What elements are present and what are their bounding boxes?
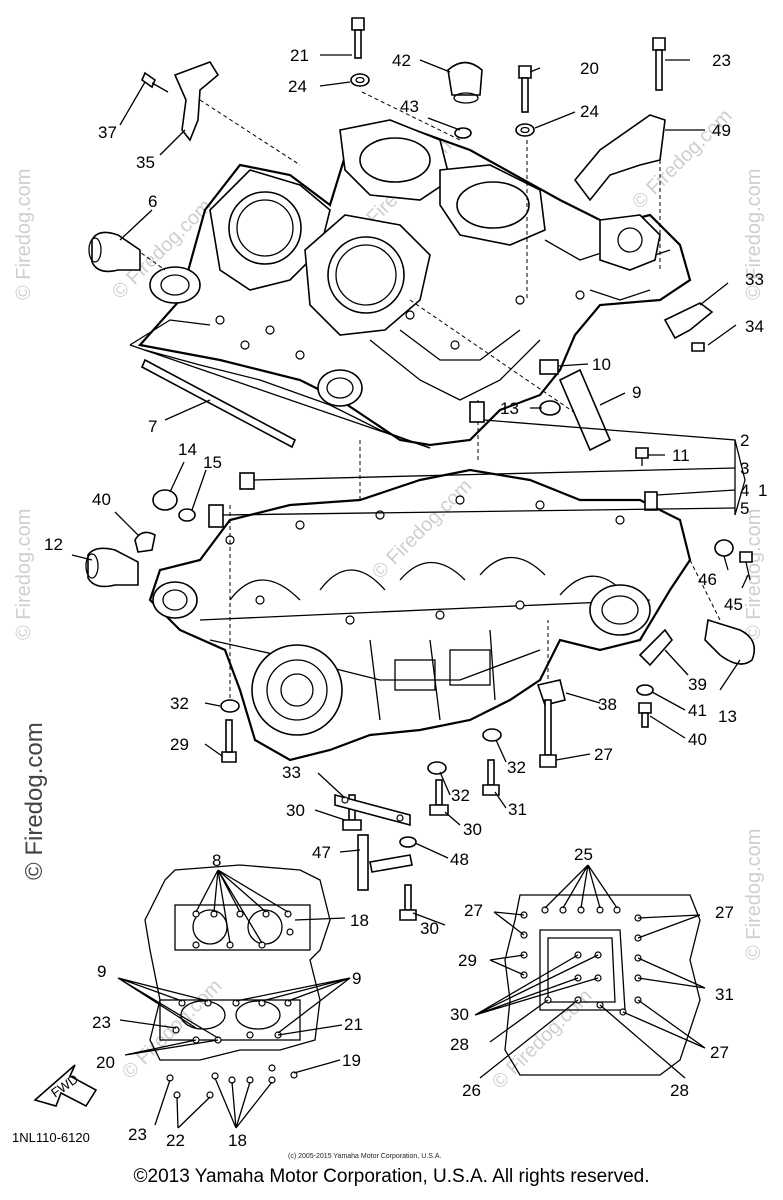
small-parts bbox=[85, 17, 756, 921]
bottom-left-view: FWD bbox=[33, 864, 351, 1129]
callout-label: 13 bbox=[718, 707, 737, 726]
callout-label: 4 bbox=[740, 481, 749, 500]
bolt-hole-markers bbox=[520, 906, 642, 1016]
callout-label: 33 bbox=[745, 270, 764, 289]
callout-label: 13 bbox=[500, 399, 519, 418]
callout-label: 21 bbox=[290, 46, 309, 65]
watermark: © Firedog.com bbox=[13, 169, 35, 300]
callout-label: 11 bbox=[672, 446, 690, 465]
callout-label: 24 bbox=[288, 77, 307, 96]
callout-label: 46 bbox=[698, 570, 717, 589]
callout-label: 23 bbox=[128, 1125, 147, 1144]
callout-label: 1 bbox=[758, 481, 767, 500]
callout-label: 40 bbox=[92, 490, 111, 509]
callout-labels: 21 24 42 20 24 23 43 49 37 35 6 33 34 10… bbox=[12, 46, 767, 1160]
watermark: © Firedog.com bbox=[13, 509, 35, 640]
callout-label: 47 bbox=[312, 843, 331, 862]
callout-label: 34 bbox=[745, 317, 764, 336]
leader-lines bbox=[71, 54, 749, 926]
watermark: © Firedog.com bbox=[743, 509, 765, 640]
callout-label: 37 bbox=[98, 123, 117, 142]
lower-crankcase bbox=[148, 468, 692, 762]
callout-label: 6 bbox=[148, 192, 157, 211]
callout-label: 39 bbox=[688, 675, 707, 694]
callout-label: 31 bbox=[508, 800, 527, 819]
callout-label: 27 bbox=[594, 745, 613, 764]
callout-label: 18 bbox=[350, 911, 369, 930]
upper-crankcase bbox=[137, 119, 692, 449]
callout-label: 2 bbox=[740, 431, 749, 450]
callout-label: 32 bbox=[451, 786, 470, 805]
part-code: 1NL110-6120 bbox=[12, 1130, 90, 1145]
callout-label: 9 bbox=[632, 383, 641, 402]
callout-label: 18 bbox=[228, 1131, 247, 1150]
small-copyright: (c) 2005-2015 Yamaha Motor Corporation, … bbox=[288, 1153, 441, 1160]
callout-label: 9 bbox=[97, 962, 106, 981]
callout-label: 30 bbox=[286, 801, 305, 820]
callout-label: 5 bbox=[740, 499, 749, 518]
callout-label: 10 bbox=[592, 355, 611, 374]
callout-label: 12 bbox=[44, 535, 63, 554]
callout-label: 27 bbox=[710, 1043, 729, 1062]
watermark: © Firedog.com bbox=[743, 169, 765, 300]
callout-label: 30 bbox=[450, 1005, 469, 1024]
callout-label: 19 bbox=[342, 1051, 361, 1070]
callout-label: 29 bbox=[458, 951, 477, 970]
callout-label: 14 bbox=[178, 440, 197, 459]
callout-label: 28 bbox=[450, 1035, 469, 1054]
watermark-vertical: © Firedog.com bbox=[21, 722, 48, 880]
callout-label: 9 bbox=[352, 969, 361, 988]
callout-label: 15 bbox=[203, 453, 222, 472]
callout-label: 30 bbox=[420, 919, 439, 938]
callout-label: 20 bbox=[580, 59, 599, 78]
callout-label: 22 bbox=[166, 1131, 185, 1150]
callout-label: 30 bbox=[463, 820, 482, 839]
callout-label: 33 bbox=[282, 763, 301, 782]
callout-label: 29 bbox=[170, 735, 189, 754]
callout-label: 26 bbox=[462, 1081, 481, 1100]
callout-label: 27 bbox=[715, 903, 734, 922]
copyright-footer: ©2013 Yamaha Motor Corporation, U.S.A. A… bbox=[133, 1166, 650, 1187]
callout-label: 24 bbox=[580, 102, 599, 121]
callout-label: 21 bbox=[344, 1015, 363, 1034]
callout-label: 27 bbox=[464, 901, 483, 920]
callout-label: 8 bbox=[212, 851, 221, 870]
callout-label: 25 bbox=[574, 845, 593, 864]
callout-label: 32 bbox=[507, 758, 526, 777]
callout-label: 28 bbox=[670, 1081, 689, 1100]
callout-label: 20 bbox=[96, 1053, 115, 1072]
callout-label: 43 bbox=[400, 97, 419, 116]
front-arrow-icon: FWD bbox=[33, 1064, 98, 1108]
callout-label: 49 bbox=[712, 121, 731, 140]
callout-label: 7 bbox=[148, 417, 157, 436]
callout-label: 41 bbox=[688, 701, 707, 720]
callout-label: 23 bbox=[712, 51, 731, 70]
callout-label: 42 bbox=[392, 51, 411, 70]
callout-label: 35 bbox=[136, 153, 155, 172]
callout-label: 40 bbox=[688, 730, 707, 749]
watermark: © Firedog.com bbox=[743, 829, 765, 960]
callout-label: 23 bbox=[92, 1013, 111, 1032]
bottom-right-view bbox=[474, 864, 706, 1079]
callout-label: 48 bbox=[450, 850, 469, 869]
callout-label: 32 bbox=[170, 694, 189, 713]
callout-label: 31 bbox=[715, 985, 734, 1004]
callout-label: 3 bbox=[740, 459, 749, 478]
callout-label: 38 bbox=[598, 695, 617, 714]
callout-label: 45 bbox=[724, 595, 743, 614]
